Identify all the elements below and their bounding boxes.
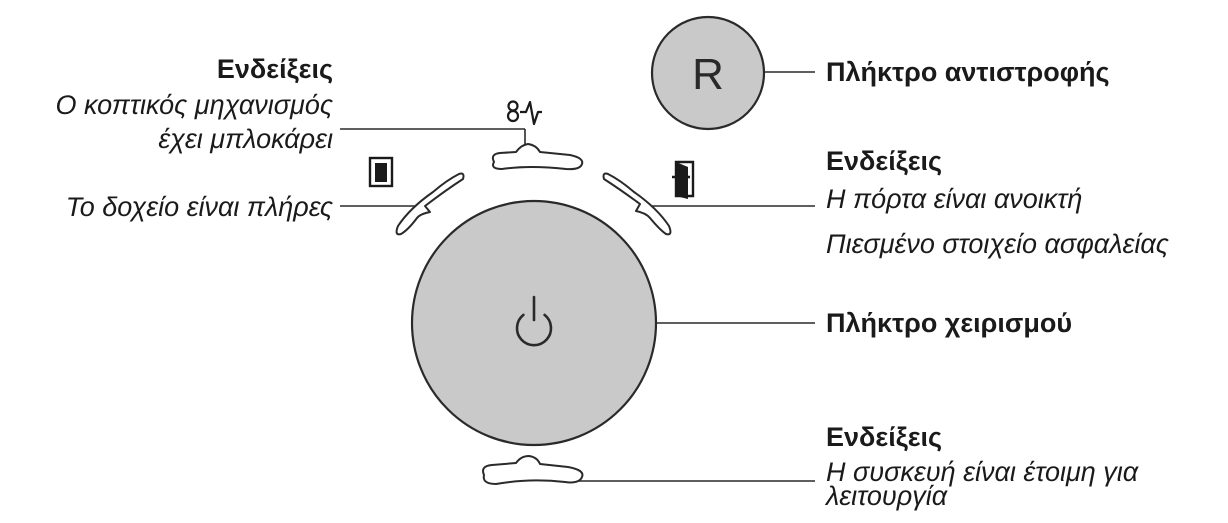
operation-button-label: Πλήκτρο χειρισμού	[826, 308, 1073, 338]
indicator-light-ready	[482, 455, 584, 485]
cutter-indications-heading: Ενδείξεις	[216, 54, 333, 84]
indicator-light-door-open	[602, 172, 672, 236]
operation-button[interactable]	[410, 199, 658, 447]
cutter-blocked-text-line-1: Ο κοπτικός μηχανισμός	[55, 90, 334, 120]
ready-indications-heading: Ενδείξεις	[826, 422, 943, 452]
reverse-button-label: Πλήκτρο αντιστροφής	[826, 57, 1110, 87]
reverse-button-letter: R	[692, 50, 724, 99]
indicator-light-cutter-blocked	[491, 143, 584, 171]
cutter-blocked-text-line-2: έχει μπλοκάρει	[158, 124, 333, 154]
ready-text-line-2: λειτουργία	[826, 481, 948, 511]
blocked-cutter-icon	[506, 100, 542, 126]
door-icon	[672, 160, 695, 199]
ready-text-line-1: Η συσκευή είναι έτοιμη για	[826, 457, 1139, 487]
power-icon	[515, 295, 553, 347]
reverse-button[interactable]: R	[650, 15, 766, 131]
indicator-light-bin-full	[395, 172, 465, 236]
door-indications-heading: Ενδείξεις	[826, 146, 943, 176]
bin-full-text: Το δοχείο είναι πλήρες	[65, 192, 333, 222]
bin-icon	[368, 156, 394, 188]
safety-element-text: Πιεσμένο στοιχείο ασφαλείας	[826, 229, 1169, 259]
door-open-text: Η πόρτα είναι ανοικτή	[826, 184, 1083, 214]
